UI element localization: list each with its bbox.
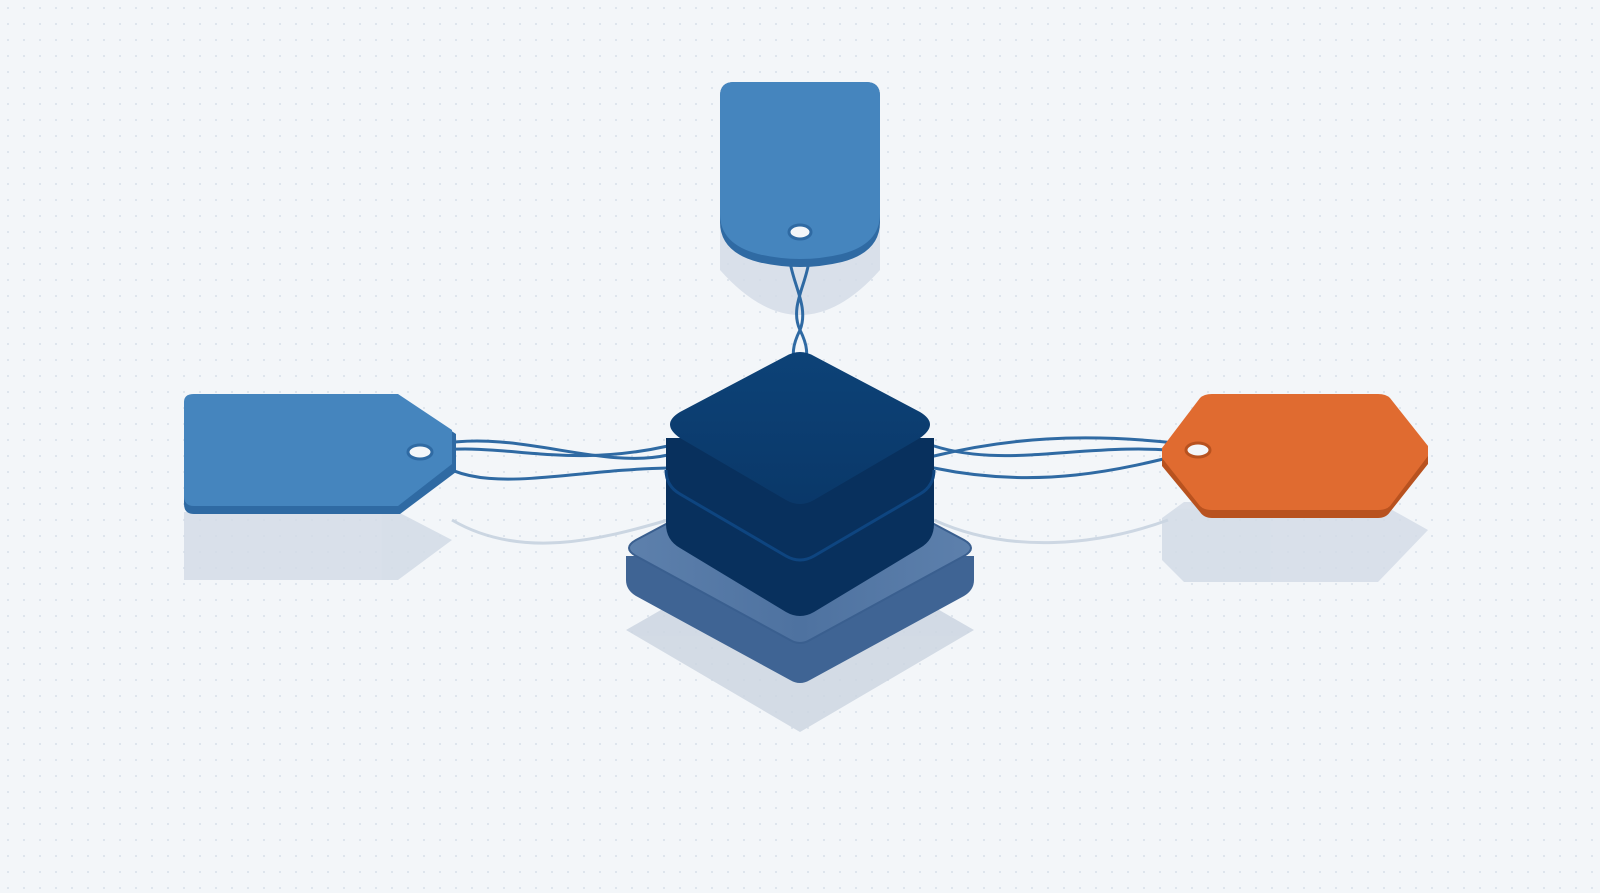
top-tag-face (720, 82, 880, 259)
hub-cube (626, 352, 974, 683)
hub-top-face (670, 352, 930, 504)
right-tag (1162, 394, 1428, 518)
left-string-c (438, 439, 670, 460)
right-tag-hole (1184, 441, 1212, 459)
right-string-c (932, 436, 1202, 458)
left-tag-shadow (184, 512, 452, 580)
left-tag-hole (406, 443, 434, 461)
right-string-a (932, 444, 1194, 458)
left-tag-face (184, 394, 452, 506)
hub-lid-seam (664, 469, 936, 562)
left-string-b (424, 450, 670, 481)
left-tag (184, 394, 456, 514)
top-tag-hole (787, 223, 813, 241)
top-tag (720, 82, 880, 267)
right-string-b (932, 450, 1194, 480)
left-string-shadow (451, 518, 669, 545)
hub-body-side (666, 438, 934, 616)
right-string-shadow (933, 518, 1169, 545)
right-tag-face (1162, 394, 1428, 510)
right-tag-shadow (1162, 502, 1428, 582)
